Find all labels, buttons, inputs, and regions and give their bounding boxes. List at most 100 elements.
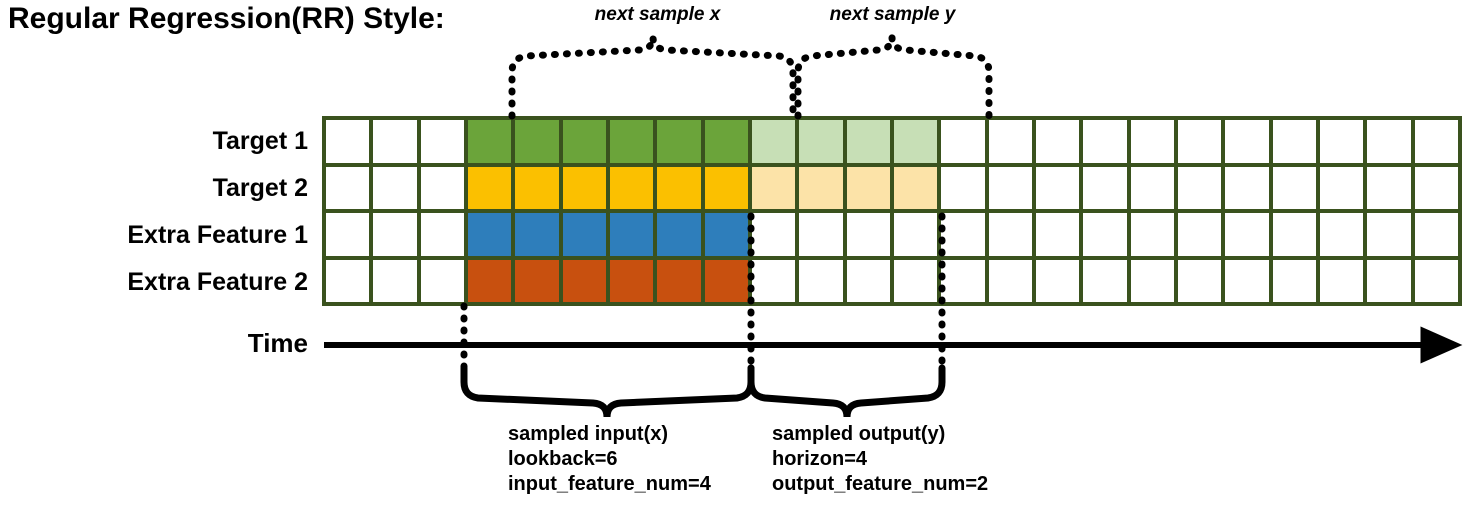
- grid-cell-r1-c15-empty: [988, 120, 1032, 163]
- page-title: Regular Regression(RR) Style:: [8, 2, 445, 35]
- grid-cell-r3-c2-empty: [373, 213, 417, 256]
- grid-cell-r2-c21-empty: [1272, 166, 1316, 209]
- grid-cell-r3-c14-empty: [941, 213, 985, 256]
- grid-cell-r1-c21-empty: [1272, 120, 1316, 163]
- row-label-3: Extra Feature 1: [127, 221, 308, 249]
- grid-cell-r4-c16-empty: [1035, 259, 1080, 302]
- grid-cell-r3-c11-empty: [799, 213, 843, 256]
- brace-sampled-input: [460, 364, 755, 418]
- sampled-input-lookback: lookback=6: [508, 448, 618, 470]
- sampled-output-horizon: horizon=4: [772, 448, 868, 470]
- grid-cell-r2-c14-empty: [941, 166, 985, 209]
- grid-cell-r4-c14-empty: [941, 259, 985, 302]
- grid-cell-r1-c23-empty: [1367, 120, 1411, 163]
- grid-cell-r4-c8-input: [657, 259, 701, 302]
- grid-cell-r4-c1-empty: [326, 259, 370, 302]
- grid-cell-r1-c9-input: [704, 120, 748, 163]
- grid-cell-r4-c13-empty: [893, 259, 938, 302]
- grid-cell-r3-c16-empty: [1035, 213, 1080, 256]
- sampled-output-title: sampled output(y): [772, 423, 946, 445]
- grid-cell-r1-c2-empty: [373, 120, 417, 163]
- grid-cell-r2-c20-empty: [1225, 166, 1269, 209]
- grid-cell-r2-c16-empty: [1035, 166, 1080, 209]
- grid-cell-r3-c4-input: [467, 213, 512, 256]
- grid-cell-r3-c17-empty: [1083, 213, 1127, 256]
- brace-sampled-output: [747, 364, 946, 418]
- grid-cell-r4-c11-empty: [799, 259, 843, 302]
- sampled-output-annotation: sampled output(y) horizon=4 output_featu…: [772, 422, 988, 497]
- label-next-sample-y: next sample y: [829, 4, 956, 25]
- time-axis-label: Time: [247, 328, 308, 358]
- row-label-2: Target 2: [212, 174, 308, 202]
- grid-cell-r2-c3-empty: [420, 166, 464, 209]
- grid-cell-r1-c10-output: [751, 120, 796, 163]
- grid-cell-r2-c9-input: [704, 166, 748, 209]
- grid-cell-r3-c1-empty: [326, 213, 370, 256]
- grid-cell-r3-c24-empty: [1414, 213, 1458, 256]
- grid-cell-r4-c18-empty: [1130, 259, 1174, 302]
- grid-cell-r2-c12-output: [846, 166, 890, 209]
- grid-cell-r3-c5-input: [515, 213, 559, 256]
- grid-cell-r3-c13-empty: [893, 213, 938, 256]
- grid-cell-r1-c1-empty: [326, 120, 370, 163]
- grid-cell-r3-c3-empty: [420, 213, 464, 256]
- grid-cell-r2-c17-empty: [1083, 166, 1127, 209]
- grid-cell-r2-c13-output: [893, 166, 938, 209]
- grid-cell-r1-c4-input: [467, 120, 512, 163]
- grid-cell-r1-c6-input: [562, 120, 606, 163]
- label-next-sample-x: next sample x: [594, 4, 721, 25]
- grid-cell-r2-c1-empty: [326, 166, 370, 209]
- grid-cell-r1-c22-empty: [1319, 120, 1364, 163]
- grid-cell-r2-c10-output: [751, 166, 796, 209]
- grid-cell-r2-c23-empty: [1367, 166, 1411, 209]
- grid-cell-r2-c19-empty: [1177, 166, 1222, 209]
- grid-cell-r4-c6-input: [562, 259, 606, 302]
- grid-cell-r1-c17-empty: [1083, 120, 1127, 163]
- grid-cell-r4-c10-empty: [751, 259, 796, 302]
- grid-cell-r1-c3-empty: [420, 120, 464, 163]
- grid-cell-r1-c5-input: [515, 120, 559, 163]
- grid-cell-r3-c21-empty: [1272, 213, 1316, 256]
- grid-cell-r3-c18-empty: [1130, 213, 1174, 256]
- grid-cell-r4-c19-empty: [1177, 259, 1222, 302]
- grid-cell-r4-c23-empty: [1367, 259, 1411, 302]
- grid-cell-r1-c16-empty: [1035, 120, 1080, 163]
- grid-cell-r3-c8-input: [657, 213, 701, 256]
- grid-cell-r1-c19-empty: [1177, 120, 1222, 163]
- grid-cell-r1-c20-empty: [1225, 120, 1269, 163]
- grid-cell-r2-c22-empty: [1319, 166, 1364, 209]
- grid-cell-r3-c9-input: [704, 213, 748, 256]
- grid-cell-r3-c12-empty: [846, 213, 890, 256]
- grid-cell-r4-c22-empty: [1319, 259, 1364, 302]
- sampled-input-feature-num: input_feature_num=4: [508, 473, 711, 495]
- dotted-brace-next-sample-y: [794, 36, 993, 120]
- sampled-input-title: sampled input(x): [508, 423, 669, 445]
- grid-cell-r4-c15-empty: [988, 259, 1032, 302]
- grid-cell-r3-c23-empty: [1367, 213, 1411, 256]
- sampled-output-feature-num: output_feature_num=2: [772, 473, 989, 495]
- grid-cell-r3-c7-input: [609, 213, 654, 256]
- grid-cell-r2-c2-empty: [373, 166, 417, 209]
- grid-cell-r4-c7-input: [609, 259, 654, 302]
- grid-cell-r2-c7-input: [609, 166, 654, 209]
- grid-cell-r4-c4-input: [467, 259, 512, 302]
- sampled-input-annotation: sampled input(x) lookback=6 input_featur…: [508, 422, 711, 497]
- grid-cell-r3-c19-empty: [1177, 213, 1222, 256]
- grid-cell-r1-c7-input: [609, 120, 654, 163]
- grid-cell-r3-c10-empty: [751, 213, 796, 256]
- grid-cell-r4-c24-empty: [1414, 259, 1458, 302]
- grid-cell-r3-c15-empty: [988, 213, 1032, 256]
- grid-cell-r2-c5-input: [515, 166, 559, 209]
- grid-cell-r1-c8-input: [657, 120, 701, 163]
- grid-cell-r4-c20-empty: [1225, 259, 1269, 302]
- grid-cell-r4-c12-empty: [846, 259, 890, 302]
- grid-cell-r4-c21-empty: [1272, 259, 1316, 302]
- grid-cell-r3-c22-empty: [1319, 213, 1364, 256]
- grid-cell-r4-c5-input: [515, 259, 559, 302]
- grid-cell-r1-c18-empty: [1130, 120, 1174, 163]
- grid-cell-r4-c3-empty: [420, 259, 464, 302]
- grid-cell-r2-c15-empty: [988, 166, 1032, 209]
- timeline-grid: [322, 116, 1462, 306]
